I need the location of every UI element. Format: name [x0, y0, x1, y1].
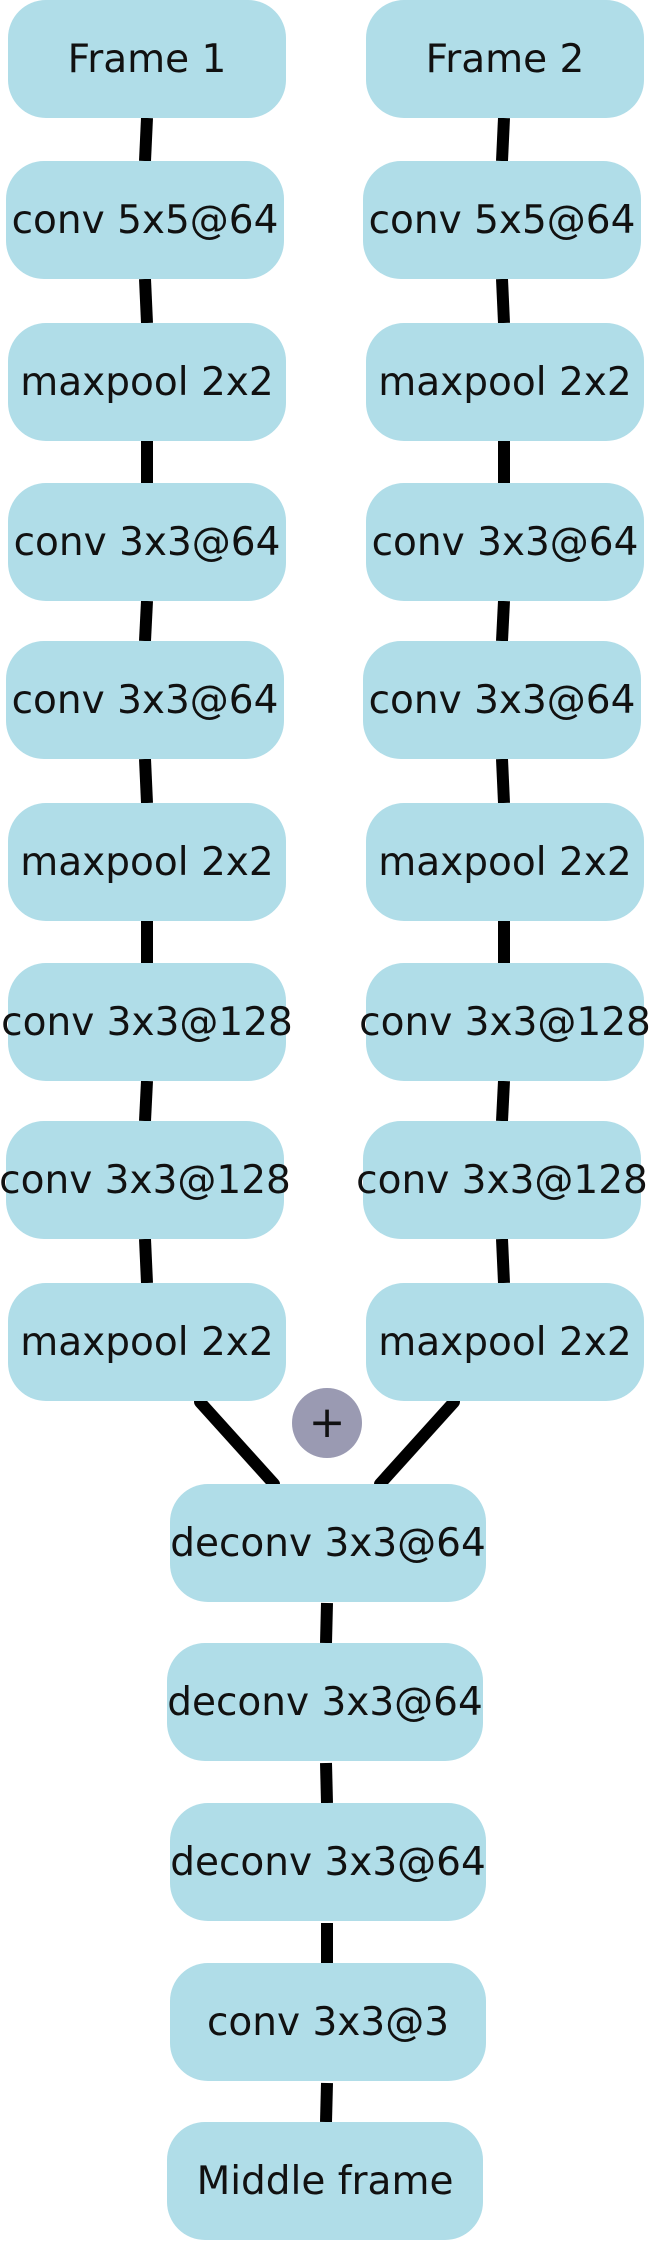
right-node-conv-3x3-128-b: conv 3x3@128: [356, 1121, 648, 1239]
edge-left-4: [139, 600, 153, 642]
node-label: maxpool 2x2: [378, 1319, 632, 1365]
node-label: maxpool 2x2: [20, 1319, 274, 1365]
edge-left-5: [139, 758, 153, 804]
right-node-conv-5x5-64: conv 5x5@64: [363, 161, 641, 279]
edge-decoder-1: [320, 1602, 333, 1644]
node-label: Middle frame: [196, 2158, 454, 2204]
right-node-maxpool-1: maxpool 2x2: [366, 323, 644, 441]
node-label: Frame 2: [425, 36, 585, 82]
node-label: conv 3x3@128: [0, 1157, 291, 1203]
edge-right-5: [496, 758, 510, 804]
node-label: conv 3x3@64: [371, 519, 639, 565]
node-label: conv 3x3@64: [368, 677, 636, 723]
node-label: conv 3x3@128: [359, 999, 651, 1045]
right-node-frame-2: Frame 2: [366, 0, 644, 118]
edge-right-2: [496, 278, 510, 324]
edge-right-7: [496, 1080, 510, 1122]
plus-icon: +: [308, 1397, 346, 1448]
node-label: maxpool 2x2: [20, 839, 274, 885]
right-node-conv-3x3-64-a: conv 3x3@64: [366, 483, 644, 601]
node-label: conv 3x3@128: [356, 1157, 648, 1203]
right-node-conv-3x3-64-b: conv 3x3@64: [363, 641, 641, 759]
left-node-conv-3x3-64-a: conv 3x3@64: [8, 483, 286, 601]
left-node-maxpool-2: maxpool 2x2: [8, 803, 286, 921]
left-node-conv-3x3-128-b: conv 3x3@128: [0, 1121, 291, 1239]
edge-right-1: [496, 117, 510, 162]
left-node-maxpool-1: maxpool 2x2: [8, 323, 286, 441]
node-label: conv 3x3@3: [206, 1999, 450, 2045]
edge-left-1: [139, 117, 153, 162]
node-label: maxpool 2x2: [378, 839, 632, 885]
left-node-conv-5x5-64: conv 5x5@64: [6, 161, 284, 279]
edge-left-8: [139, 1238, 153, 1284]
left-node-conv-3x3-64-b: conv 3x3@64: [6, 641, 284, 759]
left-node-frame-1: Frame 1: [8, 0, 286, 118]
node-label: deconv 3x3@64: [167, 1679, 483, 1725]
decoder-node-deconv-2: deconv 3x3@64: [167, 1643, 483, 1761]
edge-left-2: [139, 278, 153, 324]
output-node-middle-frame: Middle frame: [167, 2122, 483, 2240]
merge-add-node: +: [292, 1388, 362, 1458]
right-node-maxpool-3: maxpool 2x2: [366, 1283, 644, 1401]
node-label: conv 3x3@64: [13, 519, 281, 565]
edge-decoder-4: [320, 2082, 333, 2123]
node-label: deconv 3x3@64: [170, 1839, 486, 1885]
node-label: conv 5x5@64: [368, 197, 636, 243]
decoder-node-deconv-3: deconv 3x3@64: [170, 1803, 486, 1921]
edge-right-4: [496, 600, 510, 642]
edge-left-7: [139, 1080, 153, 1122]
node-label: conv 3x3@128: [1, 999, 293, 1045]
node-label: Frame 1: [67, 36, 227, 82]
node-label: conv 5x5@64: [11, 197, 279, 243]
edge-decoder-2: [320, 1762, 333, 1804]
decoder-node-deconv-1: deconv 3x3@64: [170, 1484, 486, 1602]
node-label: conv 3x3@64: [11, 677, 279, 723]
decoder-node-conv-3x3-3: conv 3x3@3: [170, 1963, 486, 2081]
left-node-conv-3x3-128-a: conv 3x3@128: [1, 963, 293, 1081]
right-node-conv-3x3-128-a: conv 3x3@128: [359, 963, 651, 1081]
edge-merge-right: [374, 1396, 460, 1490]
edge-right-8: [496, 1238, 510, 1284]
left-node-maxpool-3: maxpool 2x2: [8, 1283, 286, 1401]
node-label: maxpool 2x2: [378, 359, 632, 405]
node-label: maxpool 2x2: [20, 359, 274, 405]
right-node-maxpool-2: maxpool 2x2: [366, 803, 644, 921]
edge-merge-left: [194, 1396, 280, 1490]
node-label: deconv 3x3@64: [170, 1520, 486, 1566]
